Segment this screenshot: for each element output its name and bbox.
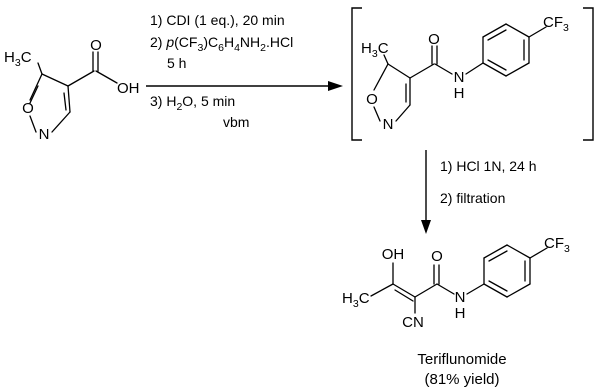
bond bbox=[529, 247, 548, 259]
carbonyl-oxygen-label: O bbox=[431, 248, 443, 265]
bond bbox=[466, 283, 485, 295]
bond bbox=[465, 62, 484, 75]
amide-hydrogen-label: H bbox=[454, 85, 465, 102]
bond bbox=[67, 85, 71, 113]
bond bbox=[482, 62, 507, 77]
bond bbox=[505, 62, 530, 77]
condition-line: 1) HCl 1N, 24 h bbox=[440, 158, 536, 174]
bond bbox=[370, 283, 394, 297]
right-bracket bbox=[583, 7, 594, 141]
intermediate: H3C O N O N H CF3 bbox=[361, 14, 569, 133]
bond bbox=[67, 70, 95, 87]
bond bbox=[505, 23, 530, 38]
arrowhead bbox=[421, 220, 431, 234]
bond bbox=[395, 104, 411, 122]
nitrogen-label: N bbox=[383, 116, 394, 133]
bond bbox=[29, 73, 43, 101]
bond bbox=[387, 63, 411, 79]
bond bbox=[482, 23, 507, 38]
bond bbox=[506, 283, 531, 298]
condition-line: 1) CDI (1 eq.), 20 min bbox=[150, 12, 285, 28]
bond bbox=[37, 62, 43, 75]
product-name: Teriflunomide bbox=[417, 351, 506, 368]
bond bbox=[41, 73, 69, 87]
condition-line: 2) filtration bbox=[440, 190, 505, 206]
product-structure: OH O H3C CN N H CF3 bbox=[342, 235, 570, 331]
bond bbox=[414, 283, 438, 298]
bond bbox=[392, 283, 416, 298]
amide-nitrogen-label: N bbox=[455, 289, 466, 306]
bond bbox=[483, 283, 508, 298]
arrowhead bbox=[328, 81, 343, 91]
starting-material: H3C O N O OH bbox=[4, 37, 140, 143]
trifluoromethyl-label: CF3 bbox=[544, 235, 570, 255]
trifluoromethyl-label: CF3 bbox=[543, 14, 569, 34]
bond bbox=[506, 244, 531, 259]
bond bbox=[436, 283, 455, 295]
step2-conditions: 1) HCl 1N, 24 h 2) filtration bbox=[440, 158, 536, 206]
condition-line: 3) H2O, 5 min bbox=[150, 93, 235, 113]
bond bbox=[51, 111, 71, 133]
bond bbox=[487, 59, 507, 71]
bond bbox=[434, 63, 453, 75]
bond bbox=[373, 106, 381, 122]
bond bbox=[483, 244, 508, 259]
nitrogen-label: N bbox=[39, 126, 50, 143]
bond bbox=[409, 63, 435, 79]
oxygen-label: O bbox=[366, 91, 378, 108]
methyl-label: H3C bbox=[342, 290, 370, 310]
amide-hydrogen-label: H bbox=[455, 305, 466, 322]
bond bbox=[488, 280, 508, 292]
bond bbox=[394, 289, 414, 302]
bond bbox=[528, 26, 547, 38]
condition-line: 2) p(CF3)C6H4NH2.HCl bbox=[150, 34, 293, 54]
hydroxyl-label: OH bbox=[382, 246, 405, 263]
carbonyl-oxygen-label: O bbox=[428, 31, 440, 48]
bond bbox=[488, 250, 508, 262]
bond bbox=[63, 92, 67, 111]
bond bbox=[373, 63, 389, 91]
carbonyl-oxygen-label: O bbox=[90, 37, 102, 54]
left-bracket bbox=[351, 7, 362, 141]
hydroxyl-label: OH bbox=[117, 80, 140, 97]
amide-nitrogen-label: N bbox=[454, 69, 465, 86]
bond bbox=[383, 54, 389, 65]
bond bbox=[487, 29, 507, 41]
nitrile-label: CN bbox=[402, 314, 424, 331]
bond bbox=[29, 85, 39, 104]
product-yield: (81% yield) bbox=[424, 371, 499, 388]
condition-line: vbm bbox=[223, 114, 249, 130]
condition-line: 5 h bbox=[167, 55, 186, 71]
bond bbox=[95, 70, 118, 84]
oxygen-label: O bbox=[22, 100, 34, 117]
step1-conditions: 1) CDI (1 eq.), 20 min 2) p(CF3)C6H4NH2.… bbox=[150, 12, 293, 130]
methyl-label: H3C bbox=[4, 49, 32, 69]
methyl-label: H3C bbox=[361, 40, 389, 60]
bond bbox=[29, 115, 37, 133]
